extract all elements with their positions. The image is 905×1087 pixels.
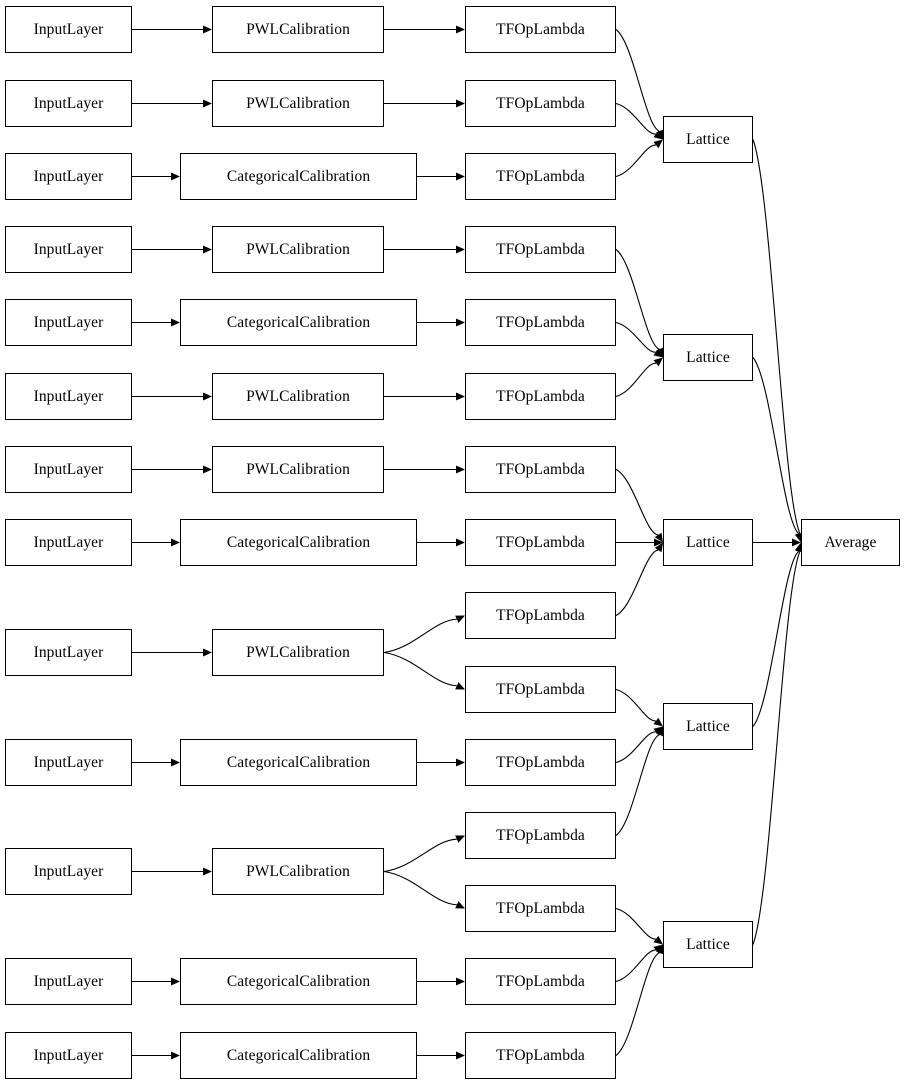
node-in6[interactable]: InputLayer (5, 373, 132, 420)
edge-cal13-to-lam15 (417, 1051, 465, 1060)
edge-cal1-to-lam1 (384, 25, 465, 34)
node-in9[interactable]: InputLayer (5, 629, 132, 676)
edge-cal7-to-lam7 (384, 465, 465, 474)
node-cal13[interactable]: CategoricalCalibration (180, 1032, 417, 1079)
edge-in11-to-cal11 (132, 867, 212, 876)
edge-lam1-to-lat1 (615, 29, 664, 140)
edge-lam9-to-lat3 (615, 542, 663, 616)
node-lam6[interactable]: TFOpLambda (465, 373, 616, 420)
edge-cal9-to-lam10 (383, 651, 465, 690)
edge-lam15-to-lat5 (615, 944, 664, 1056)
node-avg[interactable]: Average (801, 519, 900, 566)
edge-lam5-to-lat2 (615, 321, 663, 358)
edge-lam7-to-lat3 (615, 469, 663, 543)
edge-lat1-to-avg (752, 139, 804, 543)
node-in10[interactable]: InputLayer (5, 739, 132, 786)
node-lam3[interactable]: TFOpLambda (465, 153, 616, 200)
node-in12[interactable]: InputLayer (5, 958, 132, 1005)
edge-in6-to-cal6 (132, 392, 212, 401)
node-cal8[interactable]: CategoricalCalibration (180, 519, 417, 566)
edge-in5-to-cal5 (132, 318, 180, 327)
edge-lam2-to-lat1 (615, 102, 663, 140)
node-cal2[interactable]: PWLCalibration (212, 80, 384, 127)
edge-in9-to-cal9 (132, 648, 212, 657)
node-cal3[interactable]: CategoricalCalibration (180, 153, 417, 200)
node-lam13[interactable]: TFOpLambda (465, 885, 616, 932)
node-lam14[interactable]: TFOpLambda (465, 958, 616, 1005)
node-lam5[interactable]: TFOpLambda (465, 299, 616, 346)
node-cal6[interactable]: PWLCalibration (212, 373, 384, 420)
node-cal11[interactable]: PWLCalibration (212, 848, 384, 895)
node-lam9[interactable]: TFOpLambda (465, 592, 616, 639)
node-in5[interactable]: InputLayer (5, 299, 132, 346)
edge-cal12-to-lam14 (417, 977, 465, 986)
node-lam15[interactable]: TFOpLambda (465, 1032, 616, 1079)
edge-lam13-to-lat5 (615, 907, 663, 945)
node-lam2[interactable]: TFOpLambda (465, 80, 616, 127)
edge-cal10-to-lam11 (417, 758, 465, 767)
node-lat5[interactable]: Lattice (663, 921, 753, 968)
edge-in1-to-cal1 (132, 25, 212, 34)
edge-lam10-to-lat4 (615, 688, 663, 727)
edge-cal9-to-lam9 (383, 615, 465, 654)
edge-lat3-to-avg (753, 538, 801, 547)
node-cal1[interactable]: PWLCalibration (212, 6, 384, 53)
edge-in4-to-cal4 (132, 245, 212, 254)
node-lat2[interactable]: Lattice (663, 334, 753, 381)
node-cal4[interactable]: PWLCalibration (212, 226, 384, 273)
node-lam10[interactable]: TFOpLambda (465, 666, 616, 713)
edge-lat5-to-avg (752, 542, 804, 945)
edge-in3-to-cal3 (132, 172, 180, 181)
node-in11[interactable]: InputLayer (5, 848, 132, 895)
node-lam1[interactable]: TFOpLambda (465, 6, 616, 53)
edge-in8-to-cal8 (132, 538, 180, 547)
node-lam12[interactable]: TFOpLambda (465, 812, 616, 859)
edge-lam11-to-lat4 (615, 726, 663, 764)
edge-lat4-to-avg (752, 542, 803, 727)
edge-cal5-to-lam5 (417, 318, 465, 327)
node-in2[interactable]: InputLayer (5, 80, 132, 127)
node-lat1[interactable]: Lattice (663, 116, 753, 163)
edge-in10-to-cal10 (132, 758, 180, 767)
edge-cal8-to-lam8 (417, 538, 465, 547)
edge-in7-to-cal7 (132, 465, 212, 474)
node-in8[interactable]: InputLayer (5, 519, 132, 566)
edge-lam12-to-lat4 (615, 726, 664, 836)
node-cal5[interactable]: CategoricalCalibration (180, 299, 417, 346)
edge-in13-to-cal13 (132, 1051, 180, 1060)
node-lam7[interactable]: TFOpLambda (465, 446, 616, 493)
edge-lam8-to-lat3 (616, 538, 663, 547)
node-lam11[interactable]: TFOpLambda (465, 739, 616, 786)
node-in1[interactable]: InputLayer (5, 6, 132, 53)
node-lam4[interactable]: TFOpLambda (465, 226, 616, 273)
node-in3[interactable]: InputLayer (5, 153, 132, 200)
node-in13[interactable]: InputLayer (5, 1032, 132, 1079)
edge-in12-to-cal12 (132, 977, 180, 986)
edge-cal6-to-lam6 (384, 392, 465, 401)
edge-lat2-to-avg (752, 357, 803, 543)
edge-cal4-to-lam4 (384, 245, 465, 254)
node-cal10[interactable]: CategoricalCalibration (180, 739, 417, 786)
edge-cal11-to-lam13 (383, 870, 465, 909)
edge-cal3-to-lam3 (417, 172, 465, 181)
edge-cal2-to-lam2 (384, 99, 465, 108)
edge-lam3-to-lat1 (615, 139, 663, 178)
node-lat4[interactable]: Lattice (663, 703, 753, 750)
node-lat3[interactable]: Lattice (663, 519, 753, 566)
node-lam8[interactable]: TFOpLambda (465, 519, 616, 566)
edge-in2-to-cal2 (132, 99, 212, 108)
edge-lam6-to-lat2 (615, 357, 663, 398)
node-in7[interactable]: InputLayer (5, 446, 132, 493)
node-cal9[interactable]: PWLCalibration (212, 629, 384, 676)
edge-lam14-to-lat5 (615, 944, 663, 983)
edge-lam4-to-lat2 (615, 249, 664, 358)
node-cal7[interactable]: PWLCalibration (212, 446, 384, 493)
node-in4[interactable]: InputLayer (5, 226, 132, 273)
node-cal12[interactable]: CategoricalCalibration (180, 958, 417, 1005)
edge-cal11-to-lam12 (383, 835, 465, 873)
